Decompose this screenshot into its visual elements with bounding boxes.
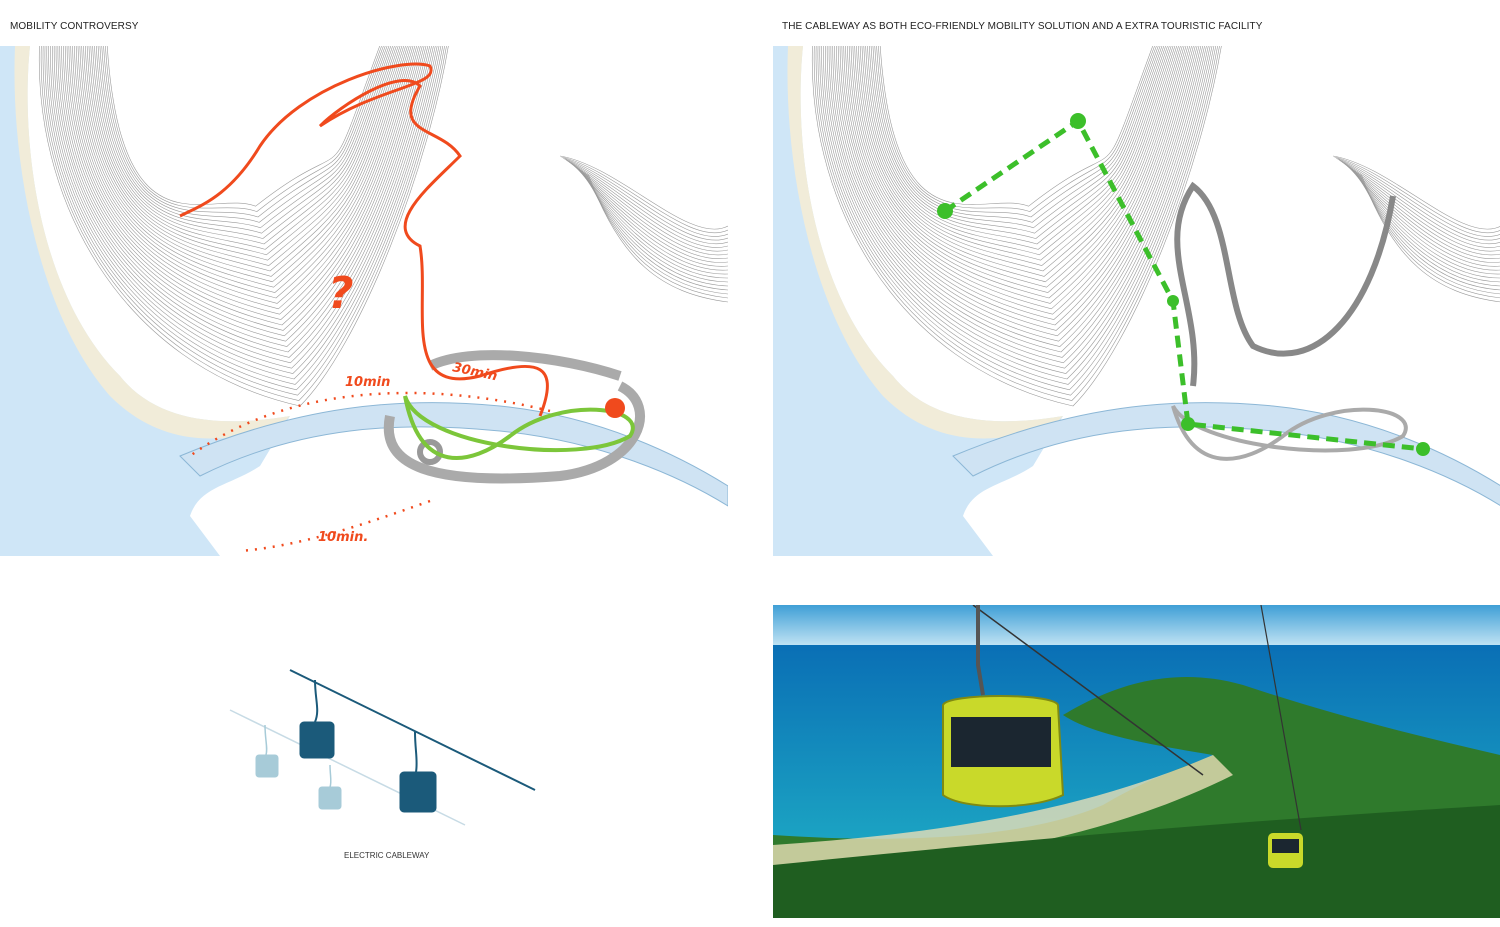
right-panel-title: THE CABLEWAY AS BOTH ECO-FRIENDLY MOBILI…	[782, 21, 1263, 32]
cableway-solution-map	[773, 46, 1500, 556]
cable-car-photo	[773, 605, 1500, 918]
walk-time-label-b: 10min.	[318, 530, 368, 545]
left-panel-title: MOBILITY CONTROVERSY	[10, 21, 139, 32]
cableway-caption: ELECTRIC CABLEWAY	[344, 851, 430, 860]
electric-cableway-icon	[229, 669, 536, 826]
walk-time-label-a: 10min	[345, 375, 390, 390]
mobility-controversy-map: ? 10min 30min 10min.	[0, 46, 728, 556]
question-mark-annotation: ?	[328, 268, 354, 319]
